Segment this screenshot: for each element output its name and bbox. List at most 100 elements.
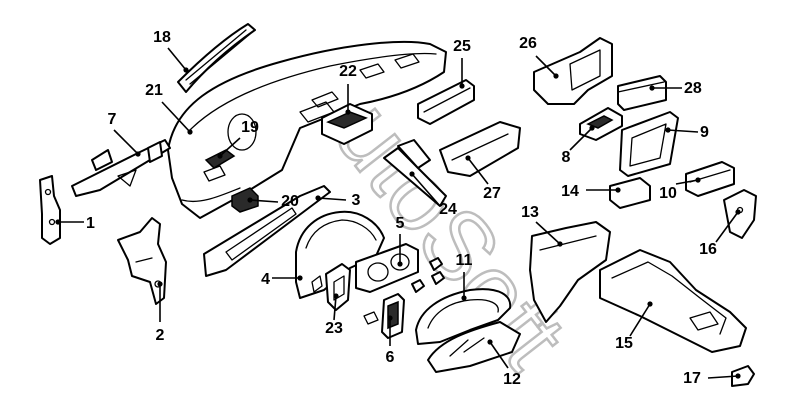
leader-dot-27: [465, 155, 471, 161]
leader-line-9: [667, 129, 699, 133]
leader-line-8: [569, 127, 593, 151]
callout-labels: 1234567891011121314151617181920212223242…: [86, 29, 717, 388]
callout-number-14: 14: [561, 183, 579, 200]
callout-number-12: 12: [503, 371, 521, 388]
leader-line-21: [161, 101, 191, 133]
part-frame-9[interactable]: [619, 111, 679, 177]
leader-lines: [55, 47, 741, 379]
callout-number-20: 20: [281, 193, 299, 210]
part-cluster-frame-11[interactable]: [415, 288, 512, 345]
leader-dot-9: [665, 127, 671, 133]
callout-number-23: 23: [325, 320, 343, 337]
leader-dot-13: [557, 241, 563, 247]
callout-number-3: 3: [352, 192, 361, 209]
leader-line-18: [167, 47, 187, 71]
leader-dot-10: [695, 177, 701, 183]
callout-number-8: 8: [562, 149, 571, 166]
callout-number-21: 21: [145, 82, 163, 99]
callout-number-7: 7: [108, 111, 117, 128]
leader-dot-23: [333, 293, 339, 299]
leader-dot-24: [409, 171, 415, 177]
callout-number-19: 19: [241, 119, 259, 136]
callout-number-2: 2: [156, 327, 165, 344]
part-radio-10[interactable]: [685, 161, 735, 197]
part-switch-8[interactable]: [579, 107, 623, 141]
leader-line-19: [219, 137, 241, 157]
leader-line-26: [535, 55, 557, 77]
part-gauge-6[interactable]: [381, 293, 405, 339]
part-console-front-13[interactable]: [529, 221, 611, 323]
callout-number-11: 11: [456, 252, 473, 269]
leader-dot-28: [649, 85, 655, 91]
leader-line-17: [707, 375, 739, 379]
leader-dot-4: [297, 275, 303, 281]
leader-dot-17: [735, 373, 741, 379]
part-module-14[interactable]: [609, 177, 651, 209]
callout-number-9: 9: [700, 124, 709, 141]
leader-dot-16: [735, 209, 741, 215]
leader-line-24: [411, 173, 441, 207]
callout-number-13: 13: [521, 204, 539, 221]
leader-line-3: [317, 197, 347, 201]
part-glovebox-27[interactable]: [439, 121, 521, 177]
part-lower-trim-3[interactable]: [203, 185, 331, 277]
part-bracket-25[interactable]: [417, 79, 475, 125]
part-module-28[interactable]: [617, 75, 667, 111]
callout-number-10: 10: [659, 185, 677, 202]
callout-number-17: 17: [683, 370, 701, 387]
leader-dot-3: [315, 195, 321, 201]
part-cluster-bracket-23[interactable]: [325, 263, 351, 311]
leader-dot-2: [157, 281, 163, 287]
callout-number-16: 16: [699, 241, 717, 258]
leader-dot-18: [183, 67, 189, 73]
leader-dot-11: [461, 295, 467, 301]
leader-dot-26: [553, 73, 559, 79]
part-bracket-16[interactable]: [723, 189, 757, 239]
callout-number-15: 15: [615, 335, 633, 352]
leader-line-7: [113, 129, 139, 155]
leader-dot-12: [487, 339, 493, 345]
part-support-bracket-7[interactable]: [71, 139, 171, 197]
leader-line-12: [489, 341, 509, 369]
callout-number-1: 1: [86, 215, 95, 232]
leader-line-16: [715, 211, 739, 243]
leader-dot-25: [459, 83, 465, 89]
callout-number-28: 28: [684, 80, 702, 97]
leader-dot-15: [647, 301, 653, 307]
leader-dot-1: [55, 219, 61, 225]
callout-number-25: 25: [453, 38, 471, 55]
part-clip-17[interactable]: [731, 365, 755, 387]
part-switch-19[interactable]: [204, 149, 236, 169]
leader-dot-7: [135, 151, 141, 157]
part-clips[interactable]: [363, 257, 445, 325]
leader-line-13: [535, 221, 561, 245]
leader-line-27: [467, 157, 489, 185]
leader-dot-21: [187, 129, 193, 135]
leader-dot-6: [387, 315, 393, 321]
callout-number-6: 6: [386, 349, 395, 366]
callout-number-4: 4: [261, 271, 270, 288]
leader-dot-14: [615, 187, 621, 193]
part-instrument-cluster-5[interactable]: [355, 243, 419, 293]
leader-line-10: [675, 179, 699, 185]
leader-dot-8: [589, 125, 595, 131]
part-mount-box-26[interactable]: [533, 37, 613, 105]
part-vent-20[interactable]: [231, 187, 259, 213]
leader-line-20: [249, 199, 279, 203]
part-console-15[interactable]: [599, 249, 747, 353]
leader-line-15: [629, 303, 651, 337]
part-lens-cover-12[interactable]: [427, 321, 521, 373]
callout-number-18: 18: [153, 29, 171, 46]
part-center-vent-22[interactable]: [321, 103, 373, 145]
callout-number-24: 24: [439, 201, 457, 218]
callout-number-22: 22: [339, 63, 357, 80]
part-defroster-vent[interactable]: [177, 23, 256, 93]
part-lower-bracket-2[interactable]: [117, 217, 167, 305]
leader-dot-20: [247, 197, 253, 203]
callout-number-26: 26: [519, 35, 537, 52]
leader-dot-22: [345, 109, 351, 115]
part-side-bracket-1[interactable]: [39, 175, 61, 245]
part-dashboard-panel[interactable]: [167, 40, 447, 219]
